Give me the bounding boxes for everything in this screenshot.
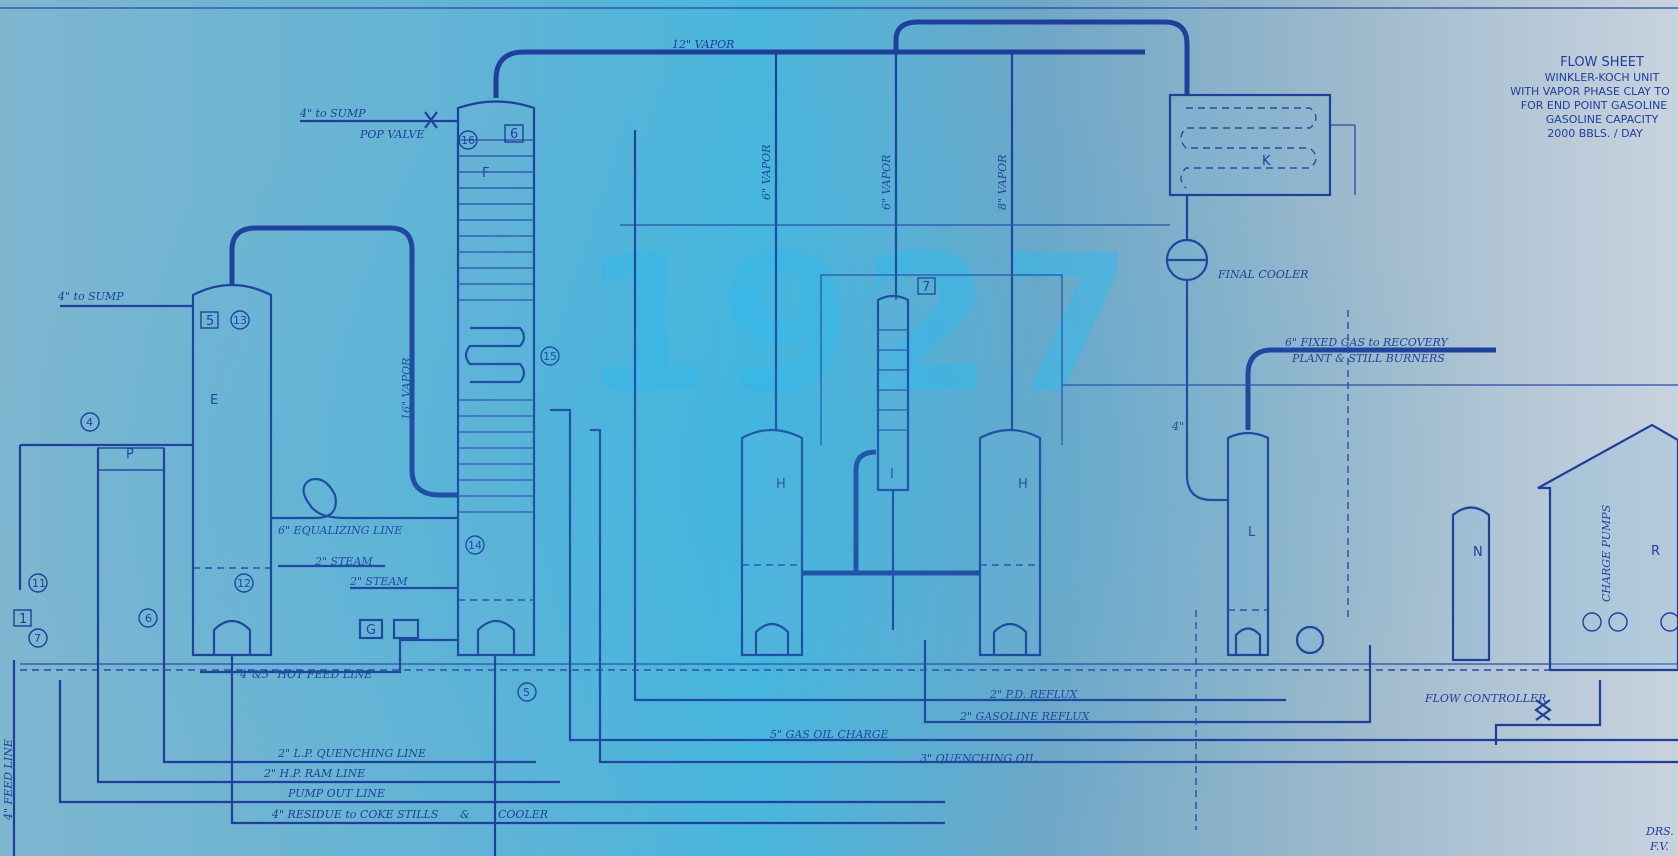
tower-f-label: F: [482, 166, 489, 181]
condenser-k-label: K: [1262, 154, 1271, 169]
label-vapor-16: 16" VAPOR: [400, 358, 413, 420]
residue-line: [230, 655, 945, 825]
hot-feed-line: [200, 638, 458, 674]
label-feed-line: 4" FEED LINE: [2, 739, 15, 821]
label-steam-a: 2" STEAM: [314, 555, 373, 568]
pump-house-r: R CHARGE PUMPS: [1537, 423, 1678, 672]
pump-p-label: P: [126, 447, 134, 462]
label-cooler: COOLER: [498, 808, 548, 821]
callout-12: 12: [237, 577, 251, 590]
label-vapor-6b: 6" VAPOR: [880, 155, 893, 210]
title-line-1: FLOW SHEET: [1560, 55, 1644, 70]
pump-out-line: [58, 680, 945, 804]
label-gas-oil: 5" GAS OIL CHARGE: [770, 728, 889, 741]
label-sump-left: 4" to SUMP: [57, 290, 124, 303]
vessel-e: 5 13 E 12: [191, 283, 273, 657]
callout-1: 1: [19, 612, 27, 627]
label-gasoline-reflux: 2" GASOLINE REFLUX: [959, 710, 1091, 723]
callout-4: 4: [86, 416, 93, 429]
pump-g: G: [358, 618, 420, 640]
column-i-label: I: [890, 467, 894, 482]
label-fixed-gas: 6" FIXED GAS to RECOVERY: [1285, 336, 1449, 349]
tower-f: 16 6 F 15 14: [456, 100, 560, 657]
label-residue: 4" RESIDUE to COKE STILLS: [271, 808, 439, 821]
gas-oil-charge-line: [550, 408, 1678, 742]
callout-14: 14: [468, 539, 482, 552]
title-block: FLOW SHEET WINKLER-KOCH UNIT WITH VAPOR …: [1510, 55, 1670, 140]
label-vapor-12: 12" VAPOR: [672, 38, 734, 51]
vessel-n: N: [1451, 506, 1491, 662]
title-line-6: 2000 BBLS. / DAY: [1547, 127, 1643, 140]
h-overhead-line: [820, 274, 1063, 445]
gas-pump: [1295, 625, 1325, 655]
condenser-k: K: [1168, 93, 1332, 197]
title-line-4: FOR END POINT GASOLINE: [1521, 99, 1668, 112]
label-flow-controller: FLOW CONTROLLER: [1424, 692, 1546, 705]
label-steam-b: 2" STEAM: [349, 575, 408, 588]
vessel-n-label: N: [1473, 545, 1483, 560]
callout-6a: 6: [510, 127, 518, 142]
label-hot-feed: 4"&5" HOT FEED LINE: [239, 668, 372, 681]
title-line-3: WITH VAPOR PHASE CLAY TO: [1510, 85, 1670, 98]
vessel-h2-label: H: [1018, 477, 1028, 492]
label-pump-out: PUMP OUT LINE: [287, 787, 385, 800]
callout-11: 11: [32, 577, 46, 590]
tower-f-trays: [458, 139, 534, 513]
pd-reflux-line: [633, 130, 1286, 702]
title-line-5: GASOLINE CAPACITY: [1546, 113, 1659, 126]
pump-house-label: R: [1651, 544, 1660, 559]
vessel-h1: H: [740, 428, 804, 657]
label-pop-valve: POP VALVE: [359, 128, 424, 141]
callout-15: 15: [543, 350, 557, 363]
separator-l: L: [1226, 431, 1270, 657]
pump-g-label: G: [366, 623, 376, 638]
callout-5b: 5: [523, 686, 530, 699]
callout-13: 13: [233, 314, 247, 327]
vessel-e-label: E: [210, 393, 218, 408]
fixed-gas-line: [1245, 347, 1496, 430]
label-sump-top: 4" to SUMP: [299, 107, 366, 120]
label-four-inch: 4": [1171, 420, 1184, 433]
equalizing-line: [271, 477, 458, 520]
year-watermark: 1927: [580, 214, 1141, 435]
label-lp-quench: 2" L.P. QUENCHING LINE: [277, 747, 426, 760]
label-fv: F.V.: [1649, 840, 1669, 853]
vapor-to-k: [893, 19, 1190, 95]
i-bottom-line: [853, 449, 877, 573]
lp-quench-line: [162, 448, 536, 764]
column-i: I 7: [876, 277, 936, 492]
label-plant-burners: PLANT & STILL BURNERS: [1291, 352, 1445, 365]
label-amp: &: [460, 808, 470, 821]
vapor-header-12: [493, 49, 1145, 98]
hp-ram-line: [96, 448, 560, 784]
callout-5: 5: [206, 314, 214, 329]
label-final-cooler: FINAL COOLER: [1217, 268, 1308, 281]
label-vapor-8: 8" VAPOR: [996, 155, 1009, 210]
gasoline-reflux-line: [923, 640, 1372, 724]
label-equalizing: 6" EQUALIZING LINE: [278, 524, 402, 537]
label-quench-oil: 3" QUENCHING OIL: [920, 752, 1036, 765]
callout-7a: 7: [922, 280, 930, 295]
line-to-l: [1185, 280, 1228, 502]
label-charge-pumps: CHARGE PUMPS: [1600, 504, 1613, 602]
label-pd-reflux: 2" P.D. REFLUX: [989, 688, 1079, 701]
label-vapor-6a: 6" VAPOR: [760, 145, 773, 200]
vessel-h2: H: [978, 428, 1042, 657]
label-drawn: DRS.: [1645, 825, 1674, 838]
label-hp-ram: 2" H.P. RAM LINE: [263, 767, 365, 780]
separator-l-label: L: [1248, 525, 1256, 540]
vapor-line-16: [229, 225, 458, 498]
vessel-h1-label: H: [776, 477, 786, 492]
quenching-oil-line: [590, 428, 1678, 764]
callout-7b: 7: [34, 632, 41, 645]
title-line-2: WINKLER-KOCH UNIT: [1545, 71, 1660, 84]
callout-16: 16: [461, 134, 475, 147]
callout-6b: 6: [145, 612, 152, 625]
